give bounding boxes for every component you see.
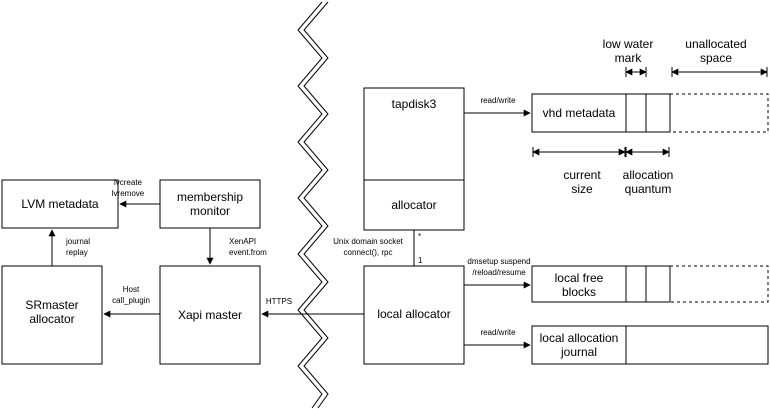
edge-host-call-plugin-label-1: Host — [123, 285, 140, 294]
local-free-blocks-unallocated — [670, 265, 769, 303]
local-allocator-box — [363, 265, 465, 365]
edge-host-call-plugin-label-2: call_plugin — [112, 296, 150, 305]
low-water-mark-label-2: mark — [615, 51, 643, 65]
tapdisk3-box — [363, 87, 465, 231]
network-boundary-zigzag-right — [303, 1, 329, 409]
edge-lvcreate-label-2: lvremove — [112, 189, 145, 198]
local-allocation-journal-label-2: journal — [560, 345, 597, 359]
edge-https-label: HTTPS — [266, 297, 292, 306]
unallocated-space-label-2: space — [700, 51, 732, 65]
srmaster-allocator-label-1: SRmaster — [25, 298, 78, 312]
edge-journal-replay-label-1: journal — [65, 237, 90, 246]
edge-journal-replay-label-2: replay — [66, 248, 88, 257]
local-free-blocks-segment-1 — [625, 265, 647, 303]
unallocated-space-label-1: unallocated — [685, 37, 746, 51]
edge-lvcreate-label-1: lvcreate — [114, 178, 143, 187]
edge-read-write-bottom-label: read/write — [480, 328, 516, 337]
srmaster-allocator-label-2: allocator — [29, 312, 74, 326]
membership-monitor-box — [159, 179, 261, 229]
local-free-blocks-label-1: local free — [555, 271, 604, 285]
allocator-label: allocator — [391, 198, 436, 212]
edge-multiplicity-one: 1 — [418, 256, 423, 265]
local-free-blocks-label-2: blocks — [562, 285, 596, 299]
local-free-blocks-segment-2 — [645, 265, 671, 303]
tapdisk3-label: tapdisk3 — [392, 97, 437, 111]
edge-dmsetup-label-1: dmsetup suspend — [467, 257, 530, 266]
allocation-quantum-label-1: allocation — [623, 168, 674, 182]
current-size-label-2: size — [571, 182, 593, 196]
local-allocation-journal-extension — [625, 325, 769, 365]
local-allocator-label: local allocator — [377, 307, 450, 321]
local-allocation-journal-box — [531, 325, 627, 365]
membership-monitor-label-1: membership — [177, 190, 243, 204]
allocation-quantum-label-2: quantum — [625, 182, 672, 196]
vhd-metadata-segment-1 — [625, 93, 647, 133]
lvm-metadata-label: LVM metadata — [21, 197, 98, 211]
edge-xenapi-label-1: XenAPI — [229, 237, 256, 246]
vhd-metadata-box — [531, 93, 627, 133]
edge-xenapi-label-2: event.from — [229, 248, 267, 257]
network-boundary-zigzag-left — [297, 1, 323, 409]
membership-monitor-label-2: monitor — [190, 204, 230, 218]
xapi-master-box — [159, 265, 261, 365]
current-size-label-1: current — [563, 168, 601, 182]
xapi-master-label: Xapi master — [178, 308, 242, 322]
vhd-metadata-label: vhd metadata — [543, 106, 616, 120]
edge-unix-socket-label-1: Unix domain socket — [333, 237, 404, 246]
local-allocation-journal-label-1: local allocation — [540, 331, 619, 345]
low-water-mark-label-1: low water — [603, 37, 654, 51]
edge-multiplicity-star: * — [418, 232, 421, 241]
lvm-metadata-box — [1, 179, 119, 229]
edge-unix-socket-label-2: connect(), rpc — [344, 248, 393, 257]
vhd-metadata-unallocated — [670, 93, 769, 133]
edge-dmsetup-label-2: /reload/resume — [472, 268, 526, 277]
local-free-blocks-box — [531, 265, 627, 303]
vhd-metadata-segment-2 — [645, 93, 671, 133]
edge-read-write-top-label: read/write — [480, 96, 516, 105]
